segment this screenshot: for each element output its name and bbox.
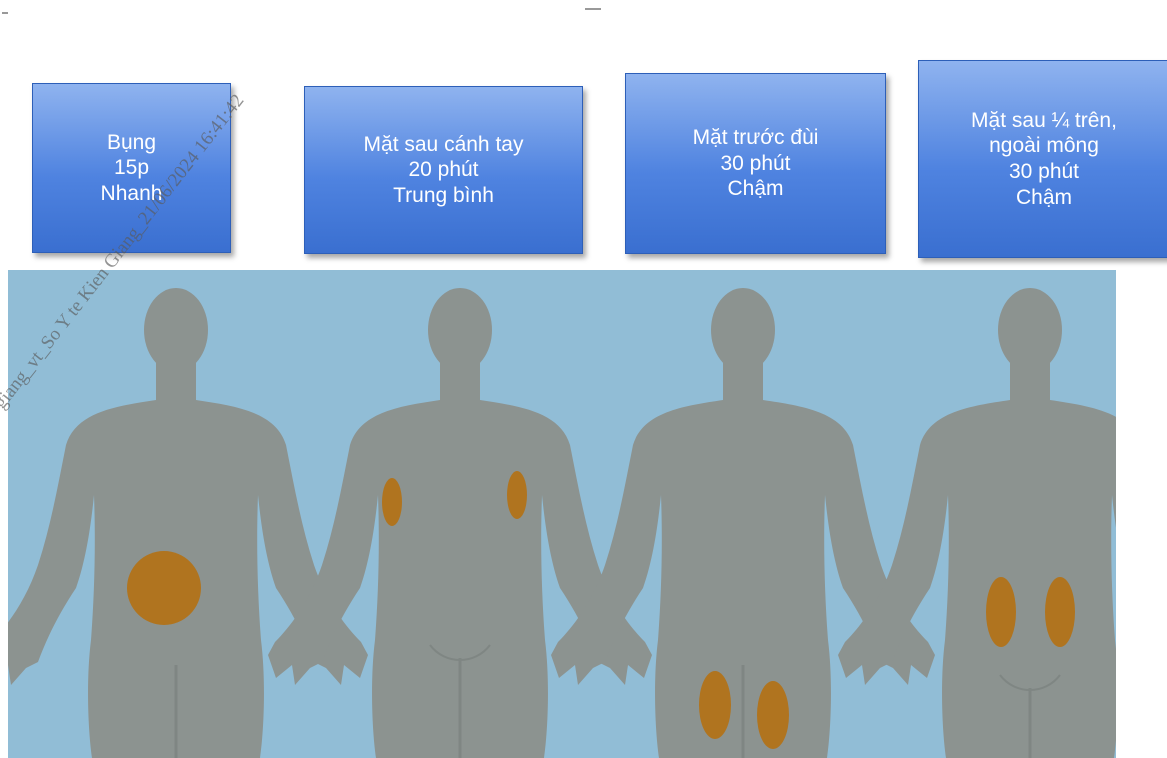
site-label-line: 15p xyxy=(114,155,149,181)
injection-area-right-arm xyxy=(507,471,527,519)
injection-area-left-buttock xyxy=(986,577,1016,647)
body-figure-front xyxy=(551,288,935,758)
site-label-buttocks: Mặt sau ¼ trên, ngoài mông 30 phút Chậm xyxy=(918,60,1167,258)
body-diagram-panel xyxy=(8,270,1116,758)
injection-area-left-arm xyxy=(382,478,402,526)
injection-area-abdomen xyxy=(127,551,201,625)
injection-area-left-thigh xyxy=(699,671,731,739)
site-label-line: 30 phút xyxy=(1009,159,1079,185)
site-label-line: ngoài mông xyxy=(989,133,1099,159)
stray-mark xyxy=(585,8,601,10)
body-figure-back xyxy=(838,288,1116,758)
stray-mark xyxy=(2,12,8,14)
site-label-back-of-arm: Mặt sau cánh tay 20 phút Trung bình xyxy=(304,86,583,254)
site-label-line: Chậm xyxy=(1016,185,1072,211)
body-diagrams xyxy=(8,270,1116,758)
injection-area-right-buttock xyxy=(1045,577,1075,647)
site-label-line: Mặt trước đùi xyxy=(693,125,819,151)
site-label-line: 20 phút xyxy=(408,157,478,183)
site-label-front-of-thigh: Mặt trước đùi 30 phút Chậm xyxy=(625,73,886,254)
site-label-line: Mặt sau cánh tay xyxy=(364,132,524,158)
site-label-line: 30 phút xyxy=(720,151,790,177)
site-label-line: Bụng xyxy=(107,130,156,156)
body-figure-front xyxy=(8,288,368,758)
injection-area-right-thigh xyxy=(757,681,789,749)
site-label-line: Trung bình xyxy=(393,183,494,209)
site-label-line: Mặt sau ¼ trên, xyxy=(971,108,1117,134)
body-figure-back xyxy=(268,288,652,758)
site-label-line: Chậm xyxy=(727,176,783,202)
